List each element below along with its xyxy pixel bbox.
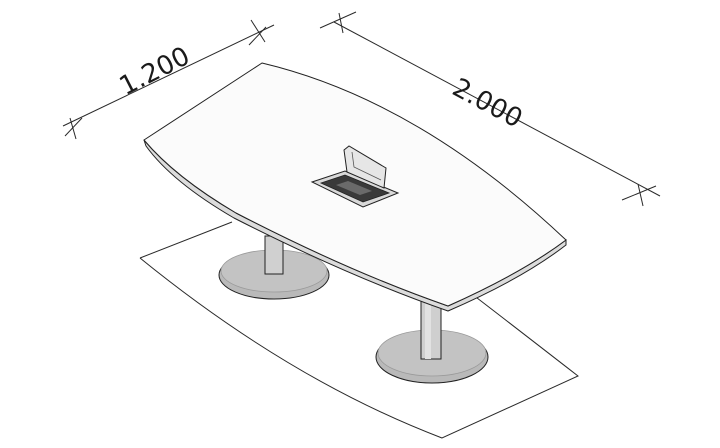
pedestal-left — [218, 235, 330, 300]
width-dimension-label: 1.200 — [115, 41, 195, 102]
pedestal-right — [375, 299, 489, 384]
length-tick-bottom — [637, 183, 644, 207]
length-extension-bottom — [621, 185, 657, 201]
width-dimension-line — [62, 24, 275, 127]
length-extension-top — [319, 11, 357, 29]
pedestal-right-column-highlight — [425, 300, 431, 359]
cable-port-sockets — [336, 181, 372, 195]
pedestal-left-column — [264, 235, 284, 275]
width-tick-right — [248, 26, 267, 46]
length-tick-top — [338, 12, 344, 34]
cable-port — [310, 145, 400, 208]
length-dimension-label: 2.000 — [447, 73, 527, 134]
cable-port-lid-fold — [351, 151, 382, 181]
length-dimension-line — [333, 21, 661, 197]
width-tick-left — [64, 117, 83, 137]
width-extension-right — [250, 19, 266, 43]
width-extension-left — [69, 117, 77, 140]
